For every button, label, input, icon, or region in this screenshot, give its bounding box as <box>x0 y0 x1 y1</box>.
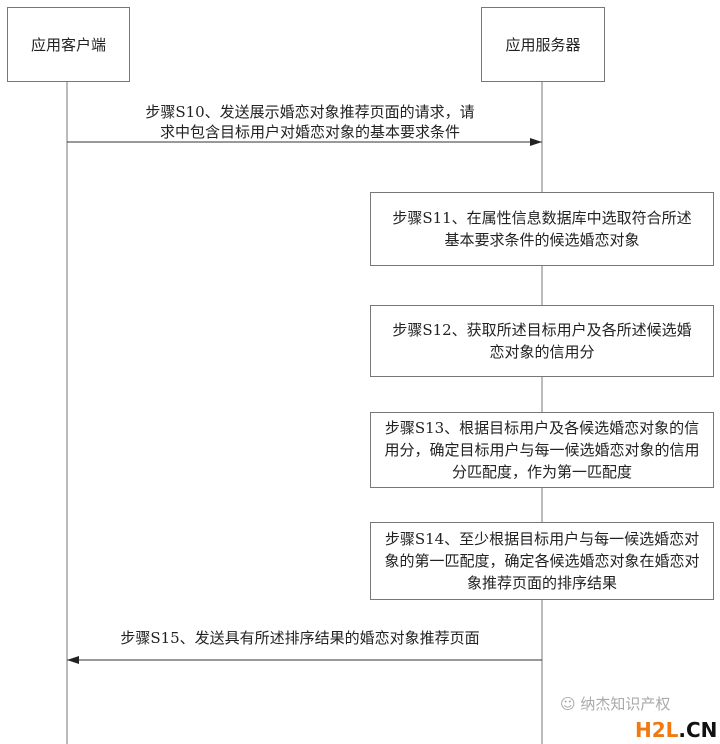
step-s11: 步骤S11、在属性信息数据库中选取符合所述基本要求条件的候选婚恋对象 <box>370 192 714 266</box>
client-actor: 应用客户端 <box>7 7 130 82</box>
watermark-site-a: H2L <box>635 718 679 742</box>
step-s14: 步骤S14、至少根据目标用户与每一候选婚恋对象的第一匹配度，确定各候选婚恋对象在… <box>370 522 714 600</box>
server-actor: 应用服务器 <box>481 7 605 82</box>
watermark-site-b: .CN <box>678 718 718 742</box>
step-s13: 步骤S13、根据目标用户及各候选婚恋对象的信用分，确定目标用户与每一候选婚恋对象… <box>370 412 714 488</box>
wechat-icon: ☺ <box>560 695 581 713</box>
watermark-text: ☺ 纳杰知识产权 <box>560 694 670 714</box>
step-s12: 步骤S12、获取所述目标用户及各所述候选婚恋对象的信用分 <box>370 305 714 377</box>
s10-message: 步骤S10、发送展示婚恋对象推荐页面的请求，请 求中包含目标用户对婚恋对象的基本… <box>100 102 520 142</box>
s10-line-2: 求中包含目标用户对婚恋对象的基本要求条件 <box>159 123 460 141</box>
watermark-label: 纳杰知识产权 <box>580 695 671 713</box>
s10-line-1: 步骤S10、发送展示婚恋对象推荐页面的请求，请 <box>145 103 475 121</box>
s15-message: 步骤S15、发送具有所述排序结果的婚恋对象推荐页面 <box>120 629 480 647</box>
watermark-site: H2L.CN <box>635 718 717 742</box>
